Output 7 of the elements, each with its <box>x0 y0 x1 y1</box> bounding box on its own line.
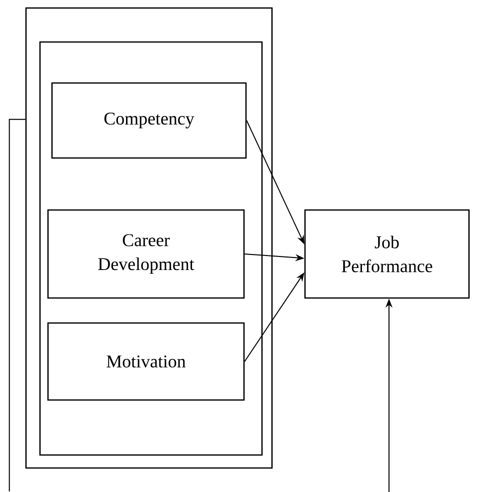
inner-box <box>39 41 263 456</box>
concept-box: Motivation <box>47 322 245 401</box>
outer-box <box>25 7 273 469</box>
concept-box: Career Development <box>47 209 245 299</box>
concept-box: Competency <box>51 82 247 159</box>
connector-line <box>8 118 26 492</box>
concept-box: Job Performance <box>304 209 470 299</box>
